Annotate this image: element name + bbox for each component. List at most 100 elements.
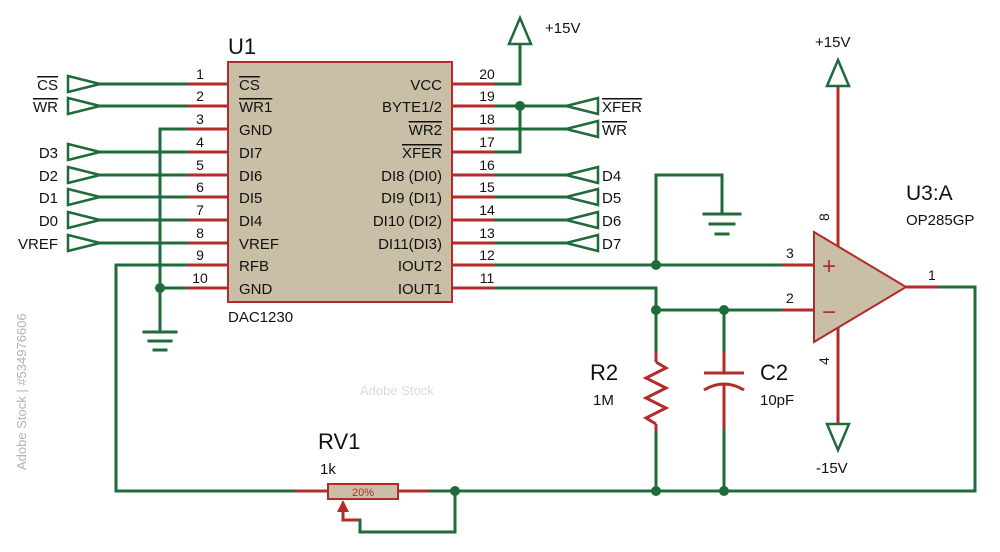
wire-rfb bbox=[114, 263, 297, 493]
junction-dot bbox=[651, 260, 661, 270]
wire-gnd-bus bbox=[158, 127, 188, 332]
wire bbox=[494, 104, 522, 154]
rv1-ref: RV1 bbox=[318, 429, 360, 454]
port-label: D5 bbox=[602, 190, 621, 207]
pin-number: 15 bbox=[479, 179, 495, 195]
pin-name: BYTE1/2 bbox=[382, 99, 442, 116]
pin-number: 5 bbox=[196, 157, 204, 173]
pin-number: 11 bbox=[480, 270, 495, 286]
pin-number: 8 bbox=[196, 225, 204, 241]
u1-part: DAC1230 bbox=[228, 309, 293, 326]
pin-name: DI5 bbox=[239, 190, 262, 207]
watermark: Adobe Stock | #534976606 Adobe Stock bbox=[14, 313, 434, 470]
power-arrow-icon bbox=[825, 56, 851, 88]
pin-number: 12 bbox=[479, 247, 495, 263]
capacitor-plate-curved bbox=[703, 382, 745, 392]
pin-name: DI11(DI3) bbox=[378, 236, 442, 253]
port-arrow-icon bbox=[66, 187, 101, 207]
resistor-zigzag bbox=[642, 360, 670, 426]
pot-setting: 20% bbox=[352, 487, 374, 499]
wire-vcc bbox=[494, 44, 522, 86]
pin-number: 13 bbox=[479, 225, 495, 241]
wiper-lead bbox=[341, 512, 360, 522]
left-wiring bbox=[98, 82, 188, 332]
port-arrow-icon bbox=[565, 187, 600, 207]
rv1-potentiometer: 20% RV1 1k bbox=[114, 263, 460, 534]
junction-dot bbox=[515, 101, 525, 111]
pin-name: WR2 bbox=[409, 122, 442, 139]
u1-supply-label: +15V bbox=[545, 20, 580, 37]
pin-number: 1 bbox=[928, 267, 936, 283]
watermark-tile: Adobe Stock bbox=[360, 383, 434, 398]
wire-wiper bbox=[358, 489, 457, 534]
pin-number: 18 bbox=[479, 111, 495, 127]
pin-name: IOUT2 bbox=[398, 258, 442, 275]
u1-right-pins bbox=[452, 82, 496, 290]
pin-number: 19 bbox=[479, 88, 495, 104]
port-arrow-icon bbox=[565, 210, 600, 230]
pin-number: 7 bbox=[196, 202, 204, 218]
wiper-arrow-icon bbox=[337, 500, 349, 512]
u1-left-pins bbox=[186, 82, 228, 290]
pin-number: 2 bbox=[196, 88, 204, 104]
u1-ref: U1 bbox=[228, 34, 256, 59]
port-label: VREF bbox=[18, 236, 58, 253]
left-port-labels: CS WR D3 D2 D1 D0 VREF bbox=[18, 77, 58, 253]
port-arrow-icon bbox=[66, 233, 101, 253]
r2-value: 1M bbox=[593, 392, 614, 409]
pin-number: 4 bbox=[816, 357, 832, 365]
pin-number: 14 bbox=[479, 202, 495, 218]
pin-number: 20 bbox=[479, 66, 495, 82]
junction-dot bbox=[155, 283, 165, 293]
port-label: D0 bbox=[39, 213, 58, 230]
rv1-value: 1k bbox=[320, 461, 336, 478]
port-arrow-icon bbox=[565, 119, 600, 139]
power-arrow-icon bbox=[825, 422, 851, 454]
right-wiring bbox=[494, 44, 784, 315]
ground-symbol-left bbox=[142, 330, 178, 352]
pin-number: 2 bbox=[786, 290, 794, 306]
u1-dac-chip: U1 DAC1230 1 bbox=[186, 34, 496, 326]
pin-name: RFB bbox=[239, 258, 269, 275]
port-arrow-icon bbox=[565, 165, 600, 185]
pin-name: DI9 (DI1) bbox=[381, 190, 442, 207]
u1-supply: +15V bbox=[507, 14, 580, 46]
c2-capacitor: C2 10pF bbox=[703, 308, 794, 496]
wire-iout1 bbox=[494, 286, 784, 312]
pin-name: WR1 bbox=[239, 99, 272, 116]
pin-number: 3 bbox=[786, 245, 794, 261]
u3-part: OP285GP bbox=[906, 212, 974, 229]
port-label: D2 bbox=[39, 168, 58, 185]
wire-ground-branch bbox=[654, 173, 724, 267]
u1-body bbox=[227, 61, 453, 303]
pin-number: 8 bbox=[816, 213, 832, 221]
power-arrow-icon bbox=[507, 14, 533, 46]
port-arrow-icon bbox=[66, 96, 101, 116]
pin-name: CS bbox=[239, 77, 260, 94]
port-label: D3 bbox=[39, 145, 58, 162]
pin-number: 3 bbox=[196, 111, 204, 127]
plus-sign: + bbox=[822, 253, 836, 280]
opamp-triangle bbox=[813, 230, 908, 344]
pin-name: DI7 bbox=[239, 145, 262, 162]
u3-ref: U3:A bbox=[906, 182, 953, 205]
pin-name: XFER bbox=[402, 145, 442, 162]
port-arrow-icon bbox=[66, 210, 101, 230]
right-port-arrows bbox=[565, 96, 600, 253]
port-arrow-icon bbox=[66, 165, 101, 185]
c2-value: 10pF bbox=[760, 392, 794, 409]
port-label: WR bbox=[602, 122, 627, 139]
port-label: XFER bbox=[602, 99, 642, 116]
pin-number: 16 bbox=[479, 157, 495, 173]
wire-output-feedback bbox=[453, 285, 977, 493]
junction-dot bbox=[719, 486, 729, 496]
port-label: WR bbox=[33, 99, 58, 116]
port-arrow-icon bbox=[565, 233, 600, 253]
port-label: CS bbox=[37, 77, 58, 94]
pin-name: DI10 (DI2) bbox=[373, 213, 442, 230]
pin-number: 17 bbox=[479, 134, 495, 150]
vplus-label: +15V bbox=[815, 34, 850, 51]
pin-name: VCC bbox=[410, 77, 442, 94]
pin-name: GND bbox=[239, 122, 273, 139]
